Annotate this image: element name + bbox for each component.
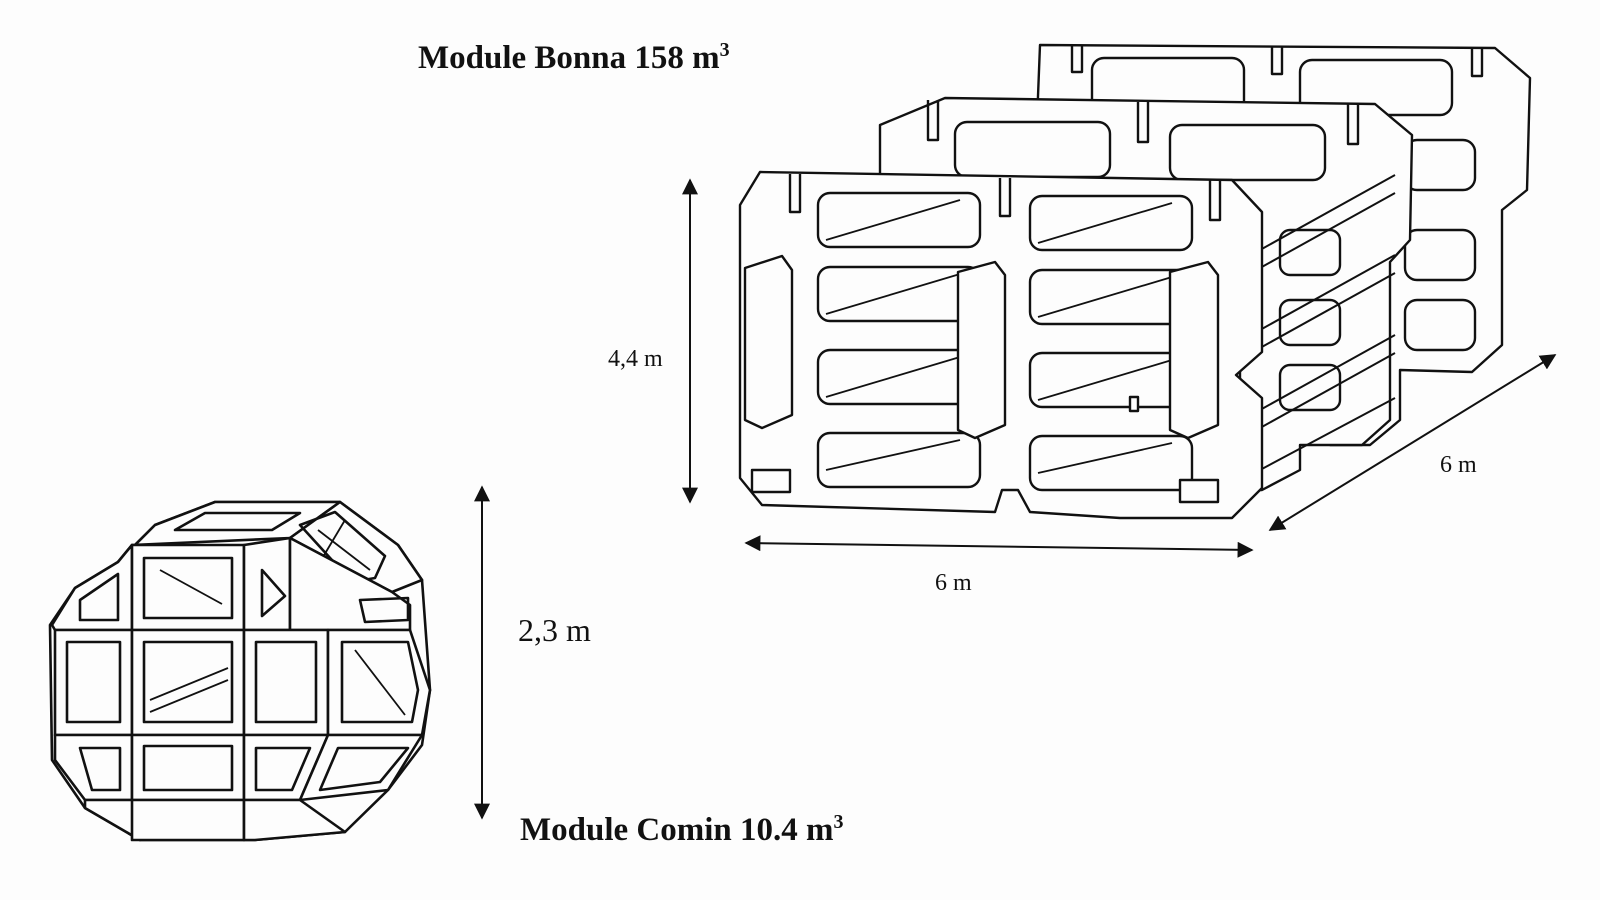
dimension-arrows xyxy=(474,178,1557,820)
bonna-depth-arrow xyxy=(1268,354,1557,531)
bonna-width-label: 6 m xyxy=(935,570,972,596)
bonna-title-text: Module Bonna 158 m xyxy=(418,40,720,76)
bonna-side-rungs xyxy=(1259,174,1396,471)
bonna-width-arrow xyxy=(744,535,1254,558)
bonna-module-drawing xyxy=(738,43,1532,520)
comin-height-label: 2,3 m xyxy=(518,612,591,648)
bonna-front-frame xyxy=(738,170,1264,520)
bonna-title-exponent: 3 xyxy=(719,39,730,61)
comin-title-text: Module Comin 10.4 m xyxy=(520,812,834,848)
comin-module-drawing xyxy=(48,500,432,842)
comin-module-title: Module Comin 10.4 m3 xyxy=(520,812,844,849)
comin-title-exponent: 3 xyxy=(833,811,844,833)
bonna-module-title: Module Bonna 158 m3 xyxy=(418,40,730,77)
bonna-height-label: 4,4 m xyxy=(608,346,663,372)
